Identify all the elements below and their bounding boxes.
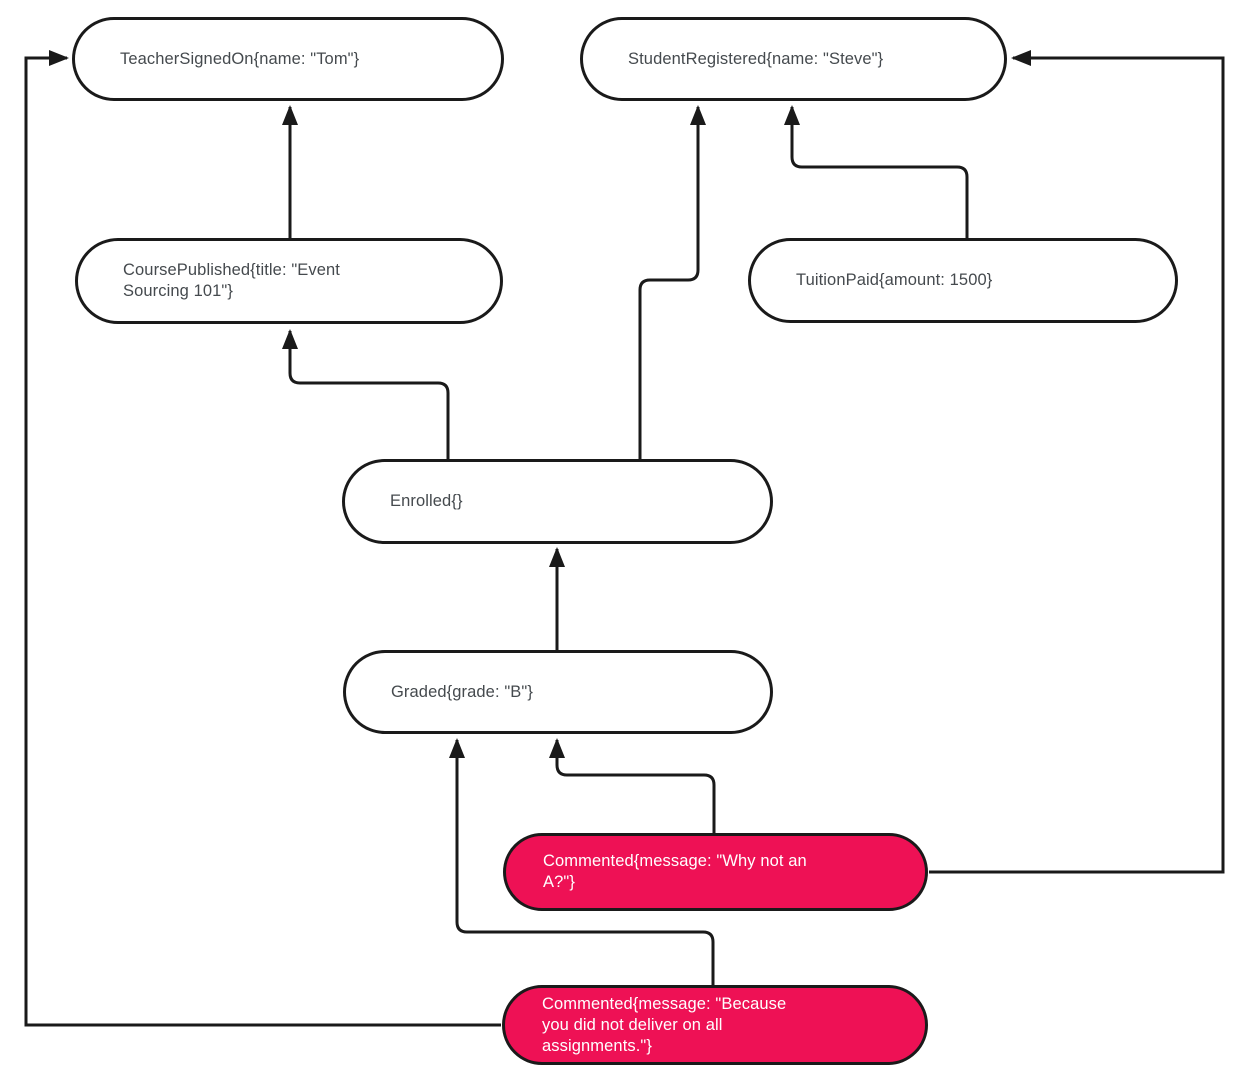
node-course-published: CoursePublished{title: "Event Sourcing 1… xyxy=(75,238,503,324)
edge-commented-because-to-graded xyxy=(449,738,715,986)
node-graded: Graded{grade: "B"} xyxy=(343,650,773,734)
edge-enrolled-to-student-registered xyxy=(638,105,706,460)
node-graded-label: Graded{grade: "B"} xyxy=(391,682,533,701)
edge-enrolled-to-course-published xyxy=(282,329,450,460)
node-course-published-label: CoursePublished{title: "Event Sourcing 1… xyxy=(123,261,340,300)
node-tuition-paid: TuitionPaid{amount: 1500} xyxy=(748,238,1178,323)
node-commented-why-not-an-a: Commented{message: "Why not an A?"} xyxy=(503,833,928,911)
node-commented-because: Commented{message: "Because you did not … xyxy=(502,985,928,1065)
edge-commented-why-to-student-registered xyxy=(929,50,1225,874)
edge-commented-because-to-teacher-signed-on xyxy=(24,50,501,1027)
node-tuition-paid-label: TuitionPaid{amount: 1500} xyxy=(796,271,993,289)
node-student-registered: StudentRegistered{name: "Steve"} xyxy=(580,17,1007,101)
node-student-registered-label: StudentRegistered{name: "Steve"} xyxy=(628,49,884,68)
node-commented-why-not-an-a-label: Commented{message: "Why not an A?"} xyxy=(543,852,807,891)
node-commented-because-label: Commented{message: "Because you did not … xyxy=(542,994,787,1055)
edge-commented-why-to-graded xyxy=(549,738,716,834)
node-teacher-signed-on-label: TeacherSignedOn{name: "Tom"} xyxy=(120,49,360,68)
node-teacher-signed-on: TeacherSignedOn{name: "Tom"} xyxy=(72,17,504,101)
node-enrolled: Enrolled{} xyxy=(342,459,773,544)
edge-tuition-paid-to-student-registered xyxy=(784,105,969,240)
node-enrolled-label: Enrolled{} xyxy=(390,492,463,510)
